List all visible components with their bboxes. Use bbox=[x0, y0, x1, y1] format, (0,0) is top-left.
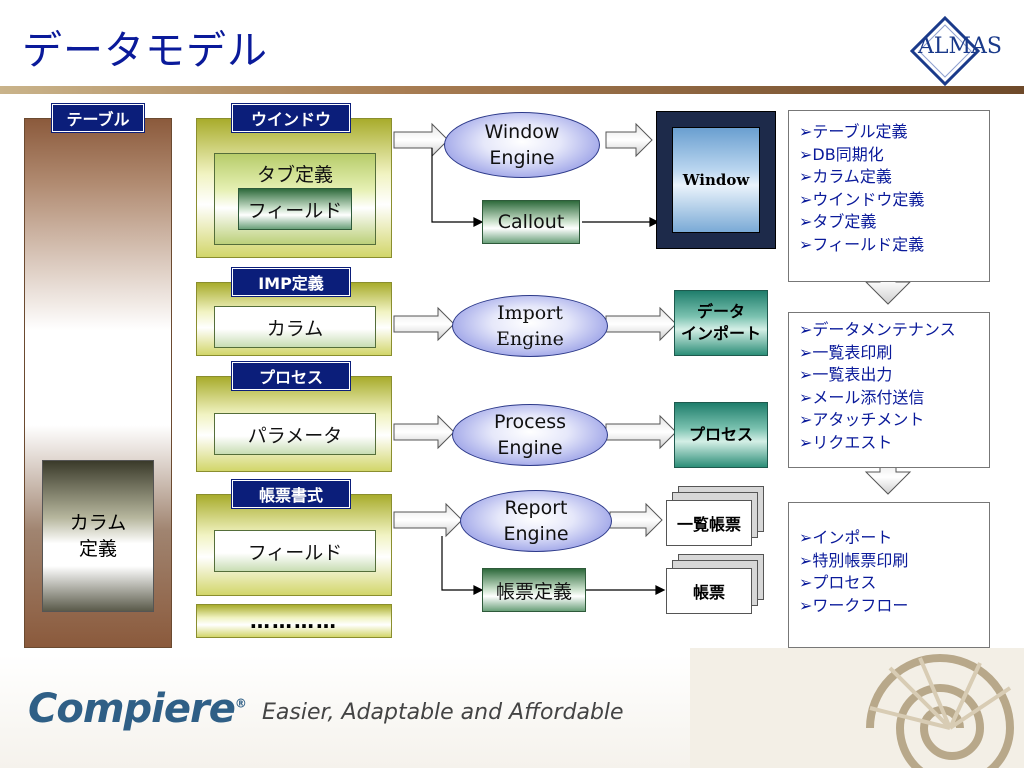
list-item: ➢プロセス bbox=[799, 573, 877, 592]
list-item: ➢カラム定義 bbox=[799, 167, 892, 186]
column-definition-box: カラム 定義 bbox=[42, 460, 154, 612]
list-item: ➢メール添付送信 bbox=[799, 387, 925, 407]
list-item: ➢特別帳票印刷 bbox=[799, 550, 909, 570]
list-item: ➢ウインドウ定義 bbox=[799, 189, 925, 209]
more-items-box: ………… bbox=[196, 604, 392, 638]
report-engine: Report Engine bbox=[460, 490, 612, 552]
table-tab: テーブル bbox=[52, 104, 144, 132]
line-arrow-icon bbox=[431, 148, 666, 595]
almas-diamond-icon bbox=[910, 16, 980, 86]
header-divider bbox=[0, 86, 1024, 94]
list-item: ➢インポート bbox=[799, 528, 893, 547]
list-item: ➢タブ定義 bbox=[799, 212, 877, 231]
imp-tab: IMP定義 bbox=[232, 268, 350, 296]
block-arrow-icon bbox=[393, 122, 912, 538]
list-item: ➢リクエスト bbox=[799, 432, 893, 452]
callout-box: Callout bbox=[482, 200, 580, 244]
list-item: ➢ワークフロー bbox=[799, 595, 909, 615]
tab-definition-label: タブ定義 bbox=[256, 163, 333, 186]
list-item: ➢テーブル定義 bbox=[799, 122, 908, 141]
window-field-box: フィールド bbox=[238, 188, 352, 230]
maintenance-list: ➢データメンテナンス ➢一覧表印刷 ➢一覧表出力 ➢メール添付送信 ➢アタッチメ… bbox=[788, 312, 990, 468]
process-output: プロセス bbox=[674, 402, 768, 468]
report-format-tab: 帳票書式 bbox=[232, 480, 350, 508]
report-list-output: 一覧帳票 bbox=[666, 500, 752, 546]
data-import-output: データ インポート bbox=[674, 290, 768, 356]
list-item: ➢アタッチメント bbox=[799, 410, 925, 429]
tagline: Easier, Adaptable and Affordable bbox=[262, 700, 624, 725]
import-engine: Import Engine bbox=[452, 295, 608, 357]
almas-logo-text: ALMAS bbox=[918, 34, 1002, 59]
imp-column-box: カラム bbox=[214, 306, 376, 348]
process-engine: Process Engine bbox=[452, 404, 608, 466]
list-item: ➢一覧表印刷 bbox=[799, 342, 893, 362]
list-item: ➢DB同期化 bbox=[799, 144, 884, 164]
report-definition-box: 帳票定義 bbox=[482, 568, 586, 612]
import-list: ➢インポート ➢特別帳票印刷 ➢プロセス ➢ワークフロー bbox=[788, 502, 990, 648]
nautilus-shell-icon bbox=[690, 648, 1024, 768]
report-output: 帳票 bbox=[666, 568, 752, 614]
definition-list: ➢テーブル定義 ➢DB同期化 ➢カラム定義 ➢ウインドウ定義 ➢タブ定義 ➢フィ… bbox=[788, 110, 990, 282]
window-output: Window bbox=[672, 127, 760, 233]
window-tab: ウインドウ bbox=[232, 104, 350, 132]
window-engine: Window Engine bbox=[444, 112, 600, 178]
compiere-logo: Compiere® bbox=[28, 686, 247, 732]
process-tab: プロセス bbox=[232, 362, 350, 390]
list-item: ➢一覧表出力 bbox=[799, 365, 893, 384]
process-parameter-box: パラメータ bbox=[214, 413, 376, 455]
list-item: ➢データメンテナンス bbox=[799, 320, 956, 339]
list-item: ➢フィールド定義 bbox=[799, 234, 925, 254]
report-field-box: フィールド bbox=[214, 530, 376, 572]
page-title: データモデル bbox=[22, 28, 268, 74]
